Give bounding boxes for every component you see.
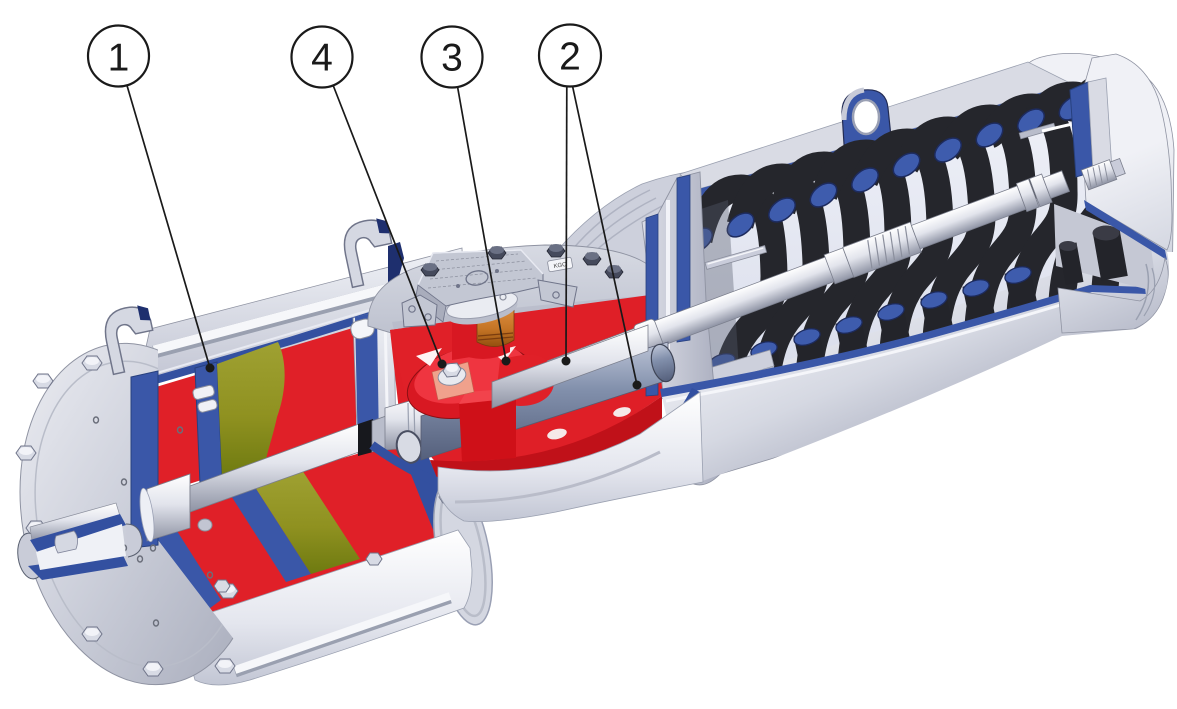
svg-text:3: 3 [441,37,463,80]
svg-text:4: 4 [311,37,333,80]
svg-text:1: 1 [108,37,130,80]
svg-text:2: 2 [559,36,581,79]
svg-text:KGO: KGO [553,262,568,270]
